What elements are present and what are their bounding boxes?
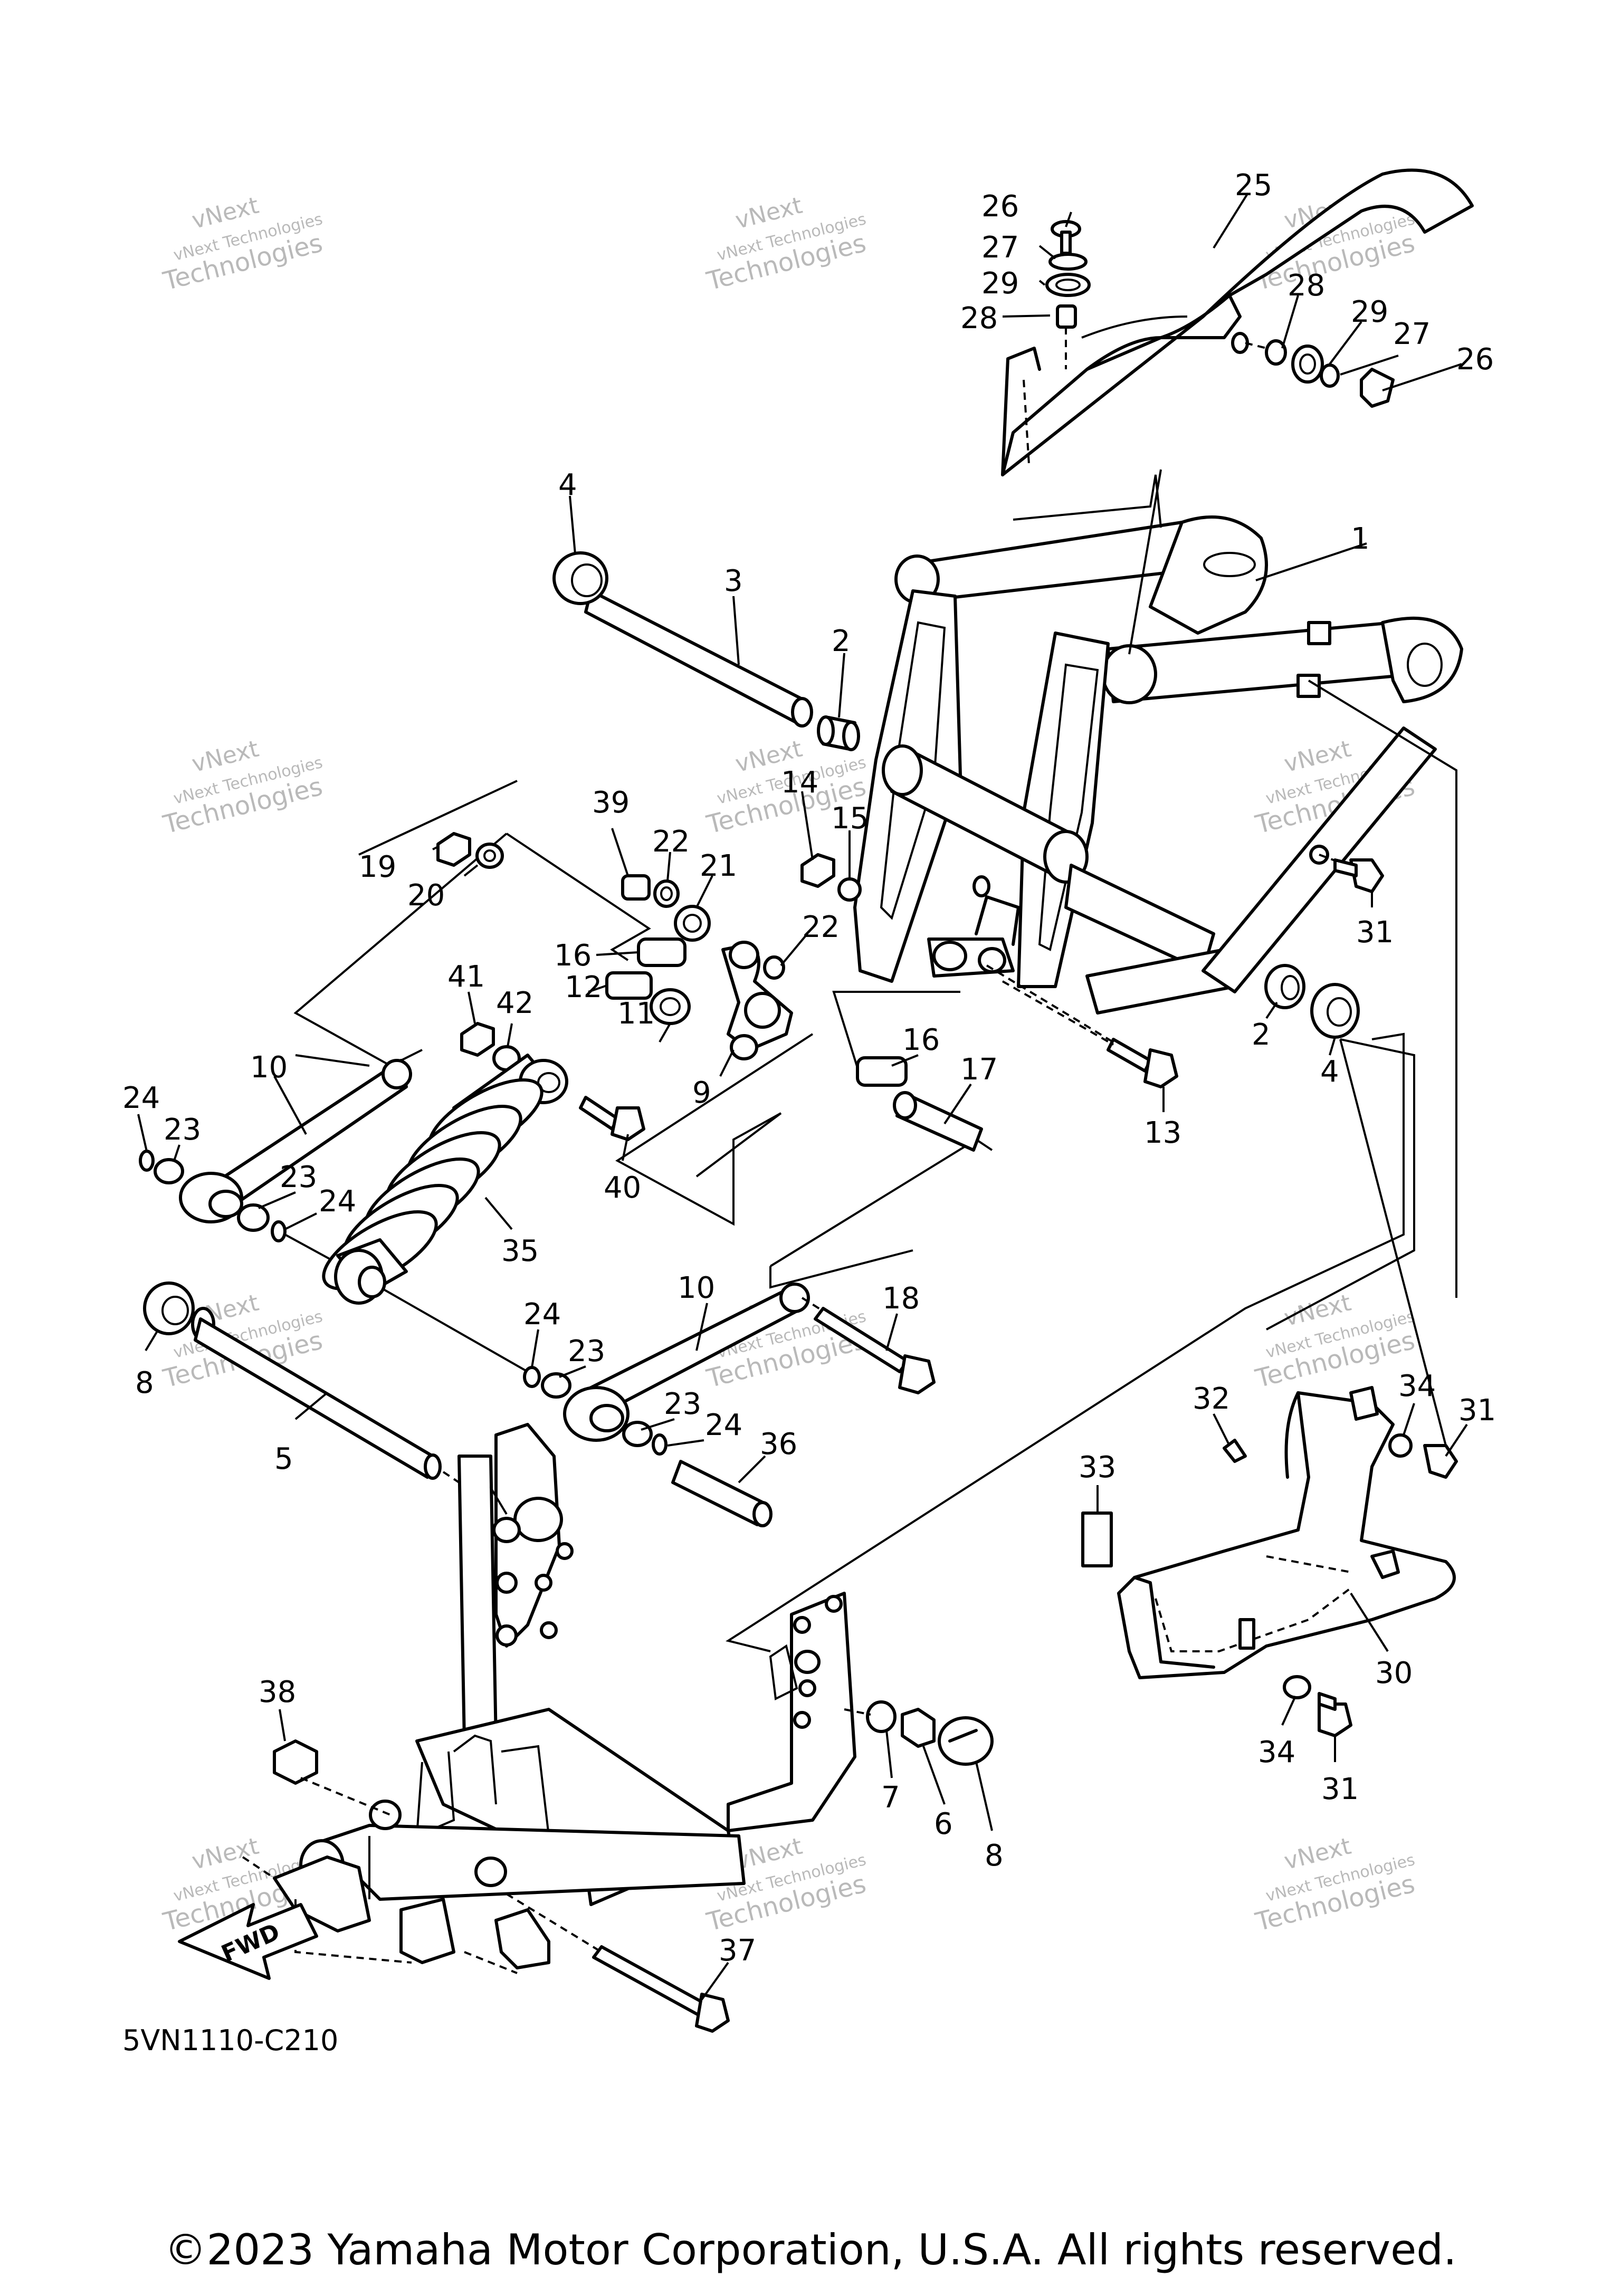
- callout-17: 17: [960, 1053, 998, 1087]
- callout-26: 26: [1456, 342, 1494, 377]
- callout-38: 38: [259, 1675, 296, 1709]
- callout-24: 24: [523, 1297, 561, 1332]
- callout-31: 31: [1458, 1393, 1496, 1428]
- watermark: vNext vNext Technologies Technologies: [160, 735, 326, 840]
- callout-25: 25: [1235, 168, 1272, 203]
- callout-3: 3: [724, 564, 743, 598]
- callout-22: 22: [802, 910, 840, 944]
- watermark: vNext vNext Technologies Technologies: [703, 192, 869, 296]
- assembly-lines: [293, 469, 1457, 1652]
- callout-31: 31: [1356, 915, 1394, 950]
- callout-36: 36: [760, 1427, 797, 1461]
- callout-26: 26: [981, 189, 1019, 224]
- callout-41: 41: [447, 960, 485, 994]
- callout-30: 30: [1375, 1656, 1413, 1690]
- cover-30: [1081, 1386, 1458, 1737]
- callout-7: 7: [881, 1781, 900, 1815]
- callout-22: 22: [652, 825, 690, 859]
- callout-40: 40: [604, 1171, 641, 1205]
- callout-23: 23: [568, 1334, 605, 1369]
- callout-24: 24: [705, 1408, 742, 1442]
- shock-absorber-35: [322, 1054, 645, 1305]
- callout-33: 33: [1079, 1450, 1116, 1485]
- callout-2: 2: [832, 624, 851, 658]
- callout-12: 12: [565, 970, 602, 1004]
- callout-31: 31: [1321, 1772, 1359, 1806]
- callout-28: 28: [1288, 269, 1325, 303]
- callout-9: 9: [692, 1076, 711, 1110]
- callout-14: 14: [781, 766, 818, 800]
- callout-34: 34: [1398, 1369, 1436, 1403]
- callout-5: 5: [274, 1442, 293, 1476]
- callout-23: 23: [664, 1387, 701, 1421]
- callout-4: 4: [558, 468, 577, 502]
- callout-8: 8: [135, 1366, 154, 1400]
- callout-10: 10: [678, 1271, 715, 1305]
- callout-11: 11: [617, 997, 655, 1031]
- callout-27: 27: [1393, 317, 1431, 351]
- callouts: 26 25 27 29 28 28 29 27 26 1 4 3 2 14 15…: [122, 168, 1496, 1968]
- callout-23: 23: [280, 1160, 317, 1194]
- callout-10: 10: [250, 1050, 288, 1085]
- callout-39: 39: [592, 786, 630, 820]
- connecting-rod-10: [139, 1059, 528, 1373]
- callout-24: 24: [122, 1081, 160, 1115]
- callout-13: 13: [1144, 1116, 1181, 1150]
- pivot-bearing-right: [1002, 858, 1384, 1088]
- callout-20: 20: [407, 878, 445, 913]
- callout-21: 21: [700, 849, 737, 883]
- callout-28: 28: [960, 301, 998, 336]
- swingarm: [242, 1423, 994, 2033]
- callout-18: 18: [882, 1281, 920, 1316]
- callout-4: 4: [1320, 1055, 1339, 1089]
- callout-29: 29: [1351, 295, 1388, 329]
- callout-15: 15: [831, 801, 869, 836]
- callout-23: 23: [164, 1113, 201, 1147]
- copyright-notice: ©2023 Yamaha Motor Corporation, U.S.A. A…: [164, 2225, 1457, 2274]
- callout-24: 24: [319, 1184, 356, 1219]
- callout-16: 16: [902, 1023, 940, 1057]
- chain-guard-25: [1001, 168, 1474, 476]
- callout-42: 42: [496, 986, 533, 1020]
- callout-8: 8: [985, 1839, 1004, 1873]
- swingarm-shaft-5: [143, 1281, 476, 1494]
- diagram-code: 5VN1110-C210: [122, 2024, 338, 2057]
- callout-1: 1: [1351, 522, 1370, 556]
- watermark: vNext vNext Technologies Technologies: [1252, 1289, 1418, 1394]
- callout-6: 6: [934, 1807, 953, 1841]
- callout-29: 29: [981, 266, 1019, 301]
- watermark: vNext vNext Technologies Technologies: [160, 192, 326, 296]
- connecting-rod-lower-10: [523, 1283, 936, 1527]
- callout-37: 37: [719, 1934, 756, 1968]
- callout-19: 19: [359, 850, 396, 884]
- callout-2: 2: [1252, 1018, 1271, 1052]
- callout-27: 27: [981, 231, 1019, 265]
- frame-1: [853, 515, 1463, 1072]
- pivot-shaft-3: [552, 551, 860, 751]
- callout-32: 32: [1193, 1382, 1230, 1416]
- leader-lines: [137, 192, 1468, 2001]
- watermarks: vNext vNext Technologies Technologies vN…: [160, 192, 1418, 1937]
- callout-34: 34: [1258, 1735, 1295, 1769]
- watermark: vNext vNext Technologies Technologies: [1252, 1833, 1418, 1937]
- callout-16: 16: [554, 939, 592, 973]
- callout-35: 35: [501, 1234, 539, 1268]
